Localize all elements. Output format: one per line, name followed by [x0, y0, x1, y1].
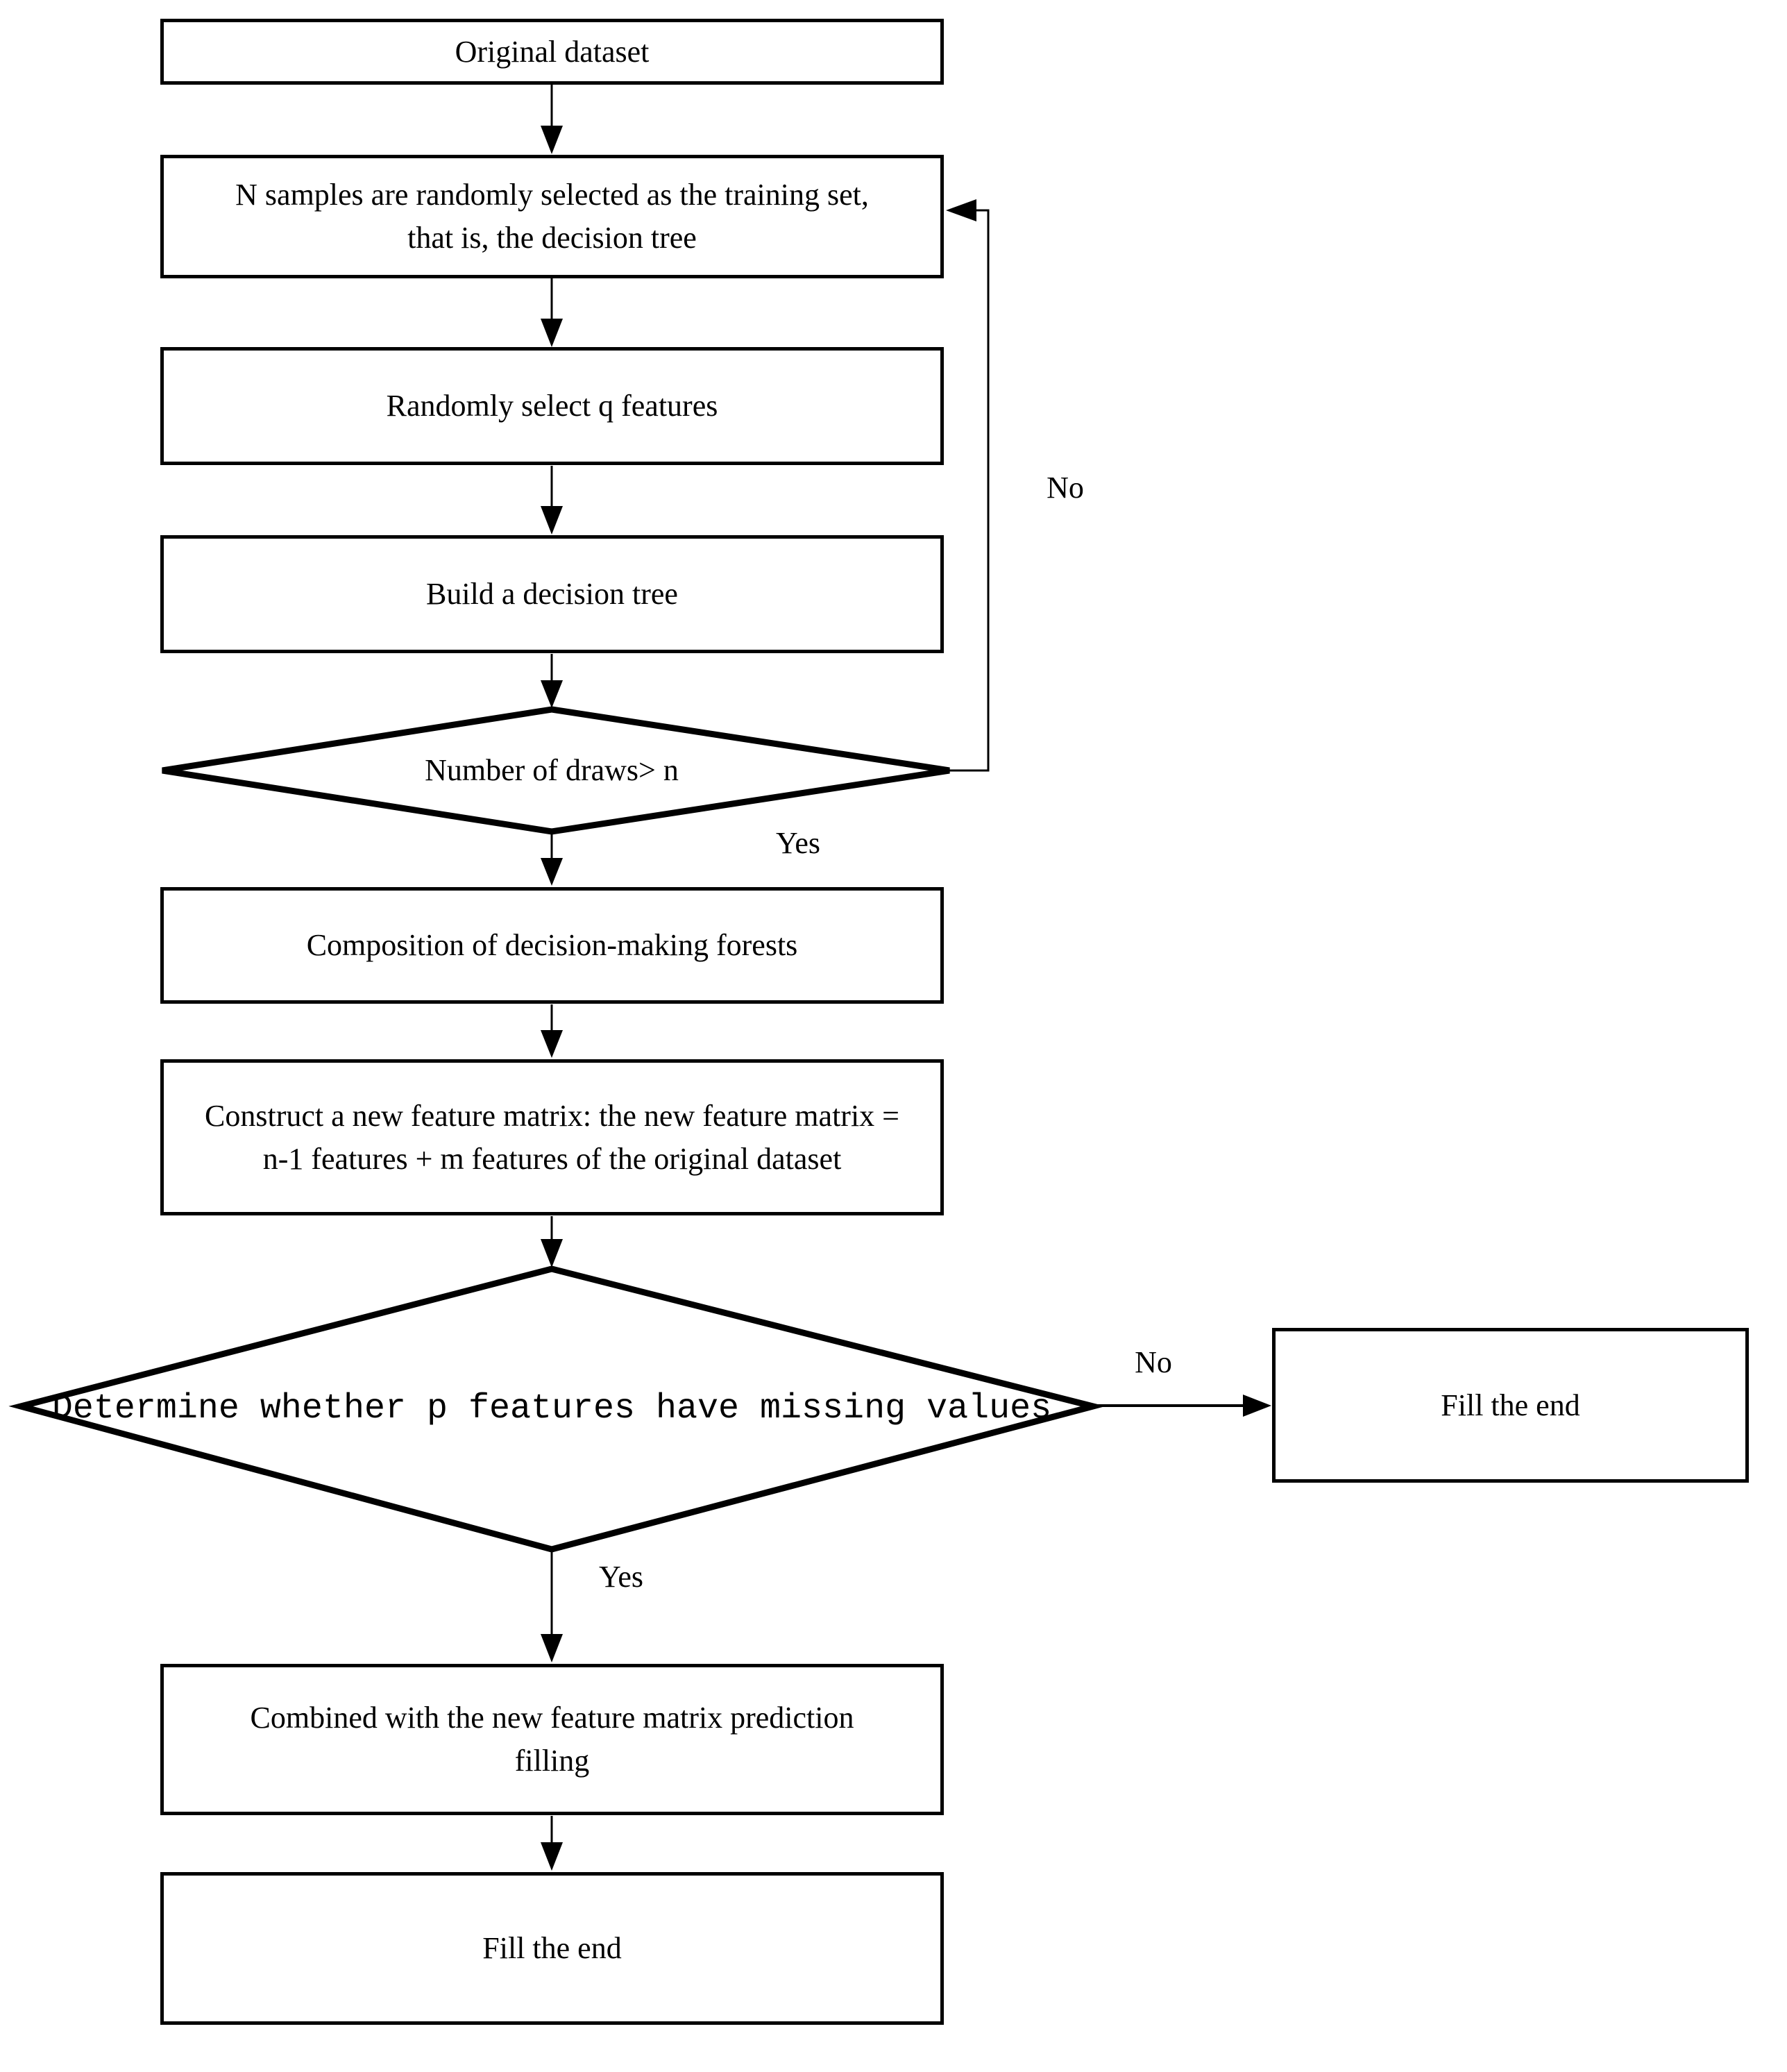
arrow-build-to-draws — [541, 654, 563, 708]
arrow-nsamples-to-select — [541, 278, 563, 347]
arrow-combined-to-fill — [541, 1816, 563, 1871]
node-original-dataset: Original dataset — [160, 19, 944, 85]
arrow-composition-to-construct — [541, 1004, 563, 1058]
arrow-missing-no-to-fill — [1092, 1395, 1271, 1417]
arrow-construct-to-missing — [541, 1216, 563, 1267]
arrow-original-to-nsamples — [541, 85, 563, 154]
arrow-select-to-build — [541, 466, 563, 534]
node-fill-end-right: Fill the end — [1272, 1328, 1749, 1483]
label-draws-yes: Yes — [775, 825, 821, 860]
label-loop-no: No — [1047, 470, 1084, 505]
node-fill-end-bottom: Fill the end — [160, 1872, 944, 2025]
node-n-samples: N samples are randomly selected as the t… — [160, 155, 944, 278]
node-construct-matrix: Construct a new feature matrix: the new … — [160, 1059, 944, 1215]
node-composition: Composition of decision-making forests — [160, 887, 944, 1004]
loop-no-connector — [946, 199, 990, 772]
label-missing-yes: Yes — [598, 1559, 644, 1594]
node-build-tree: Build a decision tree — [160, 535, 944, 653]
label-missing-no: No — [1135, 1345, 1172, 1379]
arrow-missing-yes-to-combined — [541, 1549, 563, 1662]
node-combined-filling: Combined with the new feature matrix pre… — [160, 1664, 944, 1815]
node-select-features: Randomly select q features — [160, 347, 944, 465]
node-missing-decision-label: Determine whether p features have missin… — [51, 1389, 1052, 1429]
arrow-draws-to-composition — [541, 832, 563, 886]
node-draws-decision-label: Number of draws> n — [425, 753, 679, 787]
